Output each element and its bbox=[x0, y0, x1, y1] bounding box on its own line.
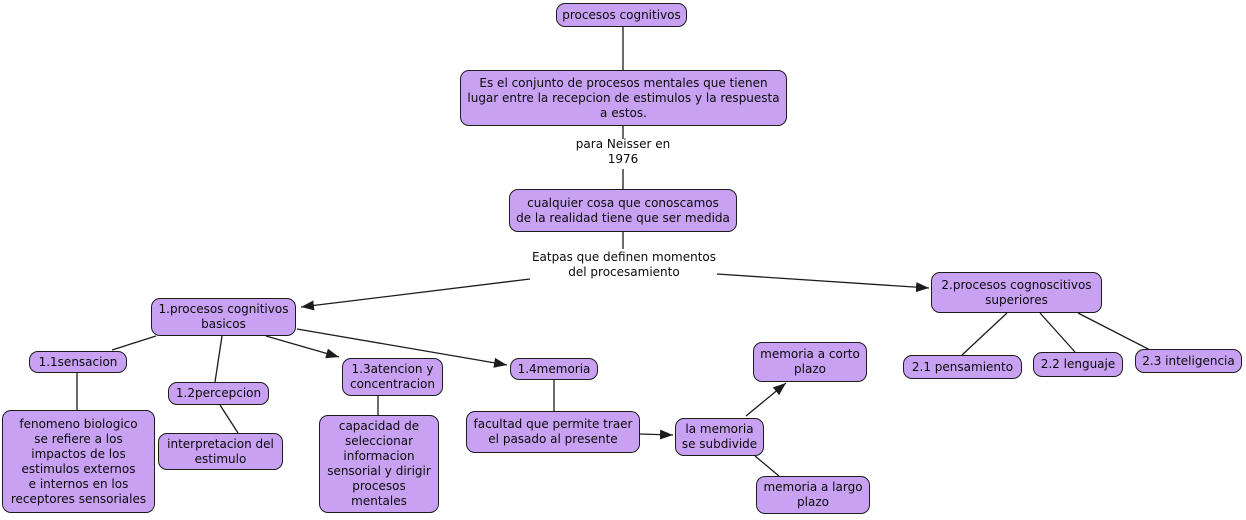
edge-facultad-subdivide bbox=[639, 429, 674, 440]
node-interpretacion[interactable]: interpretacion del estimulo bbox=[158, 433, 283, 470]
node-percepcion[interactable]: 1.2percepcion bbox=[168, 382, 269, 405]
node-facultad[interactable]: facultad que permite traer el pasado al … bbox=[466, 411, 640, 453]
edge-subdivide-largo bbox=[754, 455, 780, 477]
node-memoria-corto-plazo[interactable]: memoria a corto plazo bbox=[753, 342, 867, 382]
node-fenomeno-biologico[interactable]: fenomeno biologico se refiere a los impa… bbox=[2, 410, 155, 513]
edge-superiores-pensamiento bbox=[961, 312, 1008, 356]
link-label-etapas[interactable]: Eatpas que definen momentos del procesam… bbox=[531, 250, 717, 279]
edge-etapas-superiores bbox=[716, 273, 930, 293]
edge-etapas-basicos bbox=[300, 278, 531, 311]
edge-basicos-memoria bbox=[296, 328, 508, 368]
node-memoria-largo-plazo[interactable]: memoria a largo plazo bbox=[756, 476, 870, 514]
node-procesos-cognitivos[interactable]: procesos cognitivos bbox=[556, 3, 687, 27]
edge-percepcion-interpretacion bbox=[219, 404, 239, 434]
node-procesos-basicos[interactable]: 1.procesos cognitivos basicos bbox=[151, 298, 296, 336]
edge-basicos-atencion bbox=[265, 335, 340, 359]
node-atencion-concentracion[interactable]: 1.3atencion y concentracion bbox=[342, 358, 443, 396]
node-memoria[interactable]: 1.4memoria bbox=[510, 358, 598, 380]
node-memoria-subdivide[interactable]: la memoria se subdivide bbox=[675, 418, 764, 456]
edge-superiores-inteligencia bbox=[1077, 312, 1151, 351]
node-pensamiento[interactable]: 2.1 pensamiento bbox=[903, 355, 1022, 379]
node-sensacion[interactable]: 1.1sensacion bbox=[29, 351, 127, 373]
node-inteligencia[interactable]: 2.3 inteligencia bbox=[1135, 349, 1242, 373]
node-procesos-superiores[interactable]: 2.procesos cognoscitivos superiores bbox=[931, 272, 1102, 313]
node-lenguaje[interactable]: 2.2 lenguaje bbox=[1033, 352, 1123, 377]
node-definicion[interactable]: Es el conjunto de procesos mentales que … bbox=[460, 70, 787, 126]
node-capacidad-seleccionar[interactable]: capacidad de seleccionar informacion sen… bbox=[319, 415, 439, 513]
edge-basicos-sensacion bbox=[111, 335, 157, 351]
edge-superiores-lenguaje bbox=[1039, 312, 1076, 353]
edge-basicos-percepcion bbox=[214, 335, 223, 383]
node-medida[interactable]: cualquier cosa que conoscamos de la real… bbox=[509, 189, 737, 232]
link-label-neisser[interactable]: para Neisser en 1976 bbox=[575, 137, 671, 166]
edge-subdivide-corto bbox=[745, 382, 787, 417]
